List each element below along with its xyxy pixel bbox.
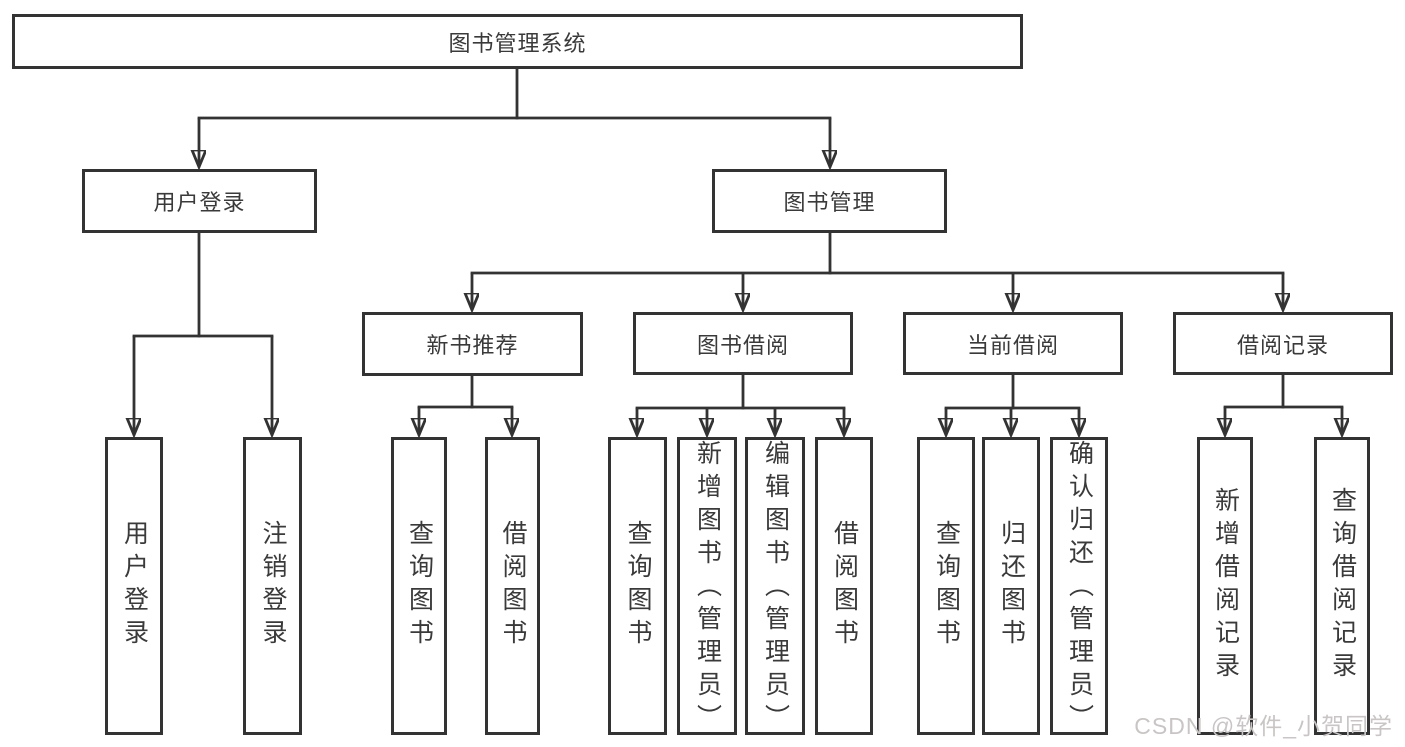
leaf-record-add-label: 新增借阅记录 xyxy=(1211,487,1240,685)
leaf-record-query-label: 查询借阅记录 xyxy=(1328,487,1357,685)
leaf-borrow-query: 查询图书 xyxy=(608,437,667,735)
leaf-current-confirm-admin: 确认归还（管理员） xyxy=(1050,437,1108,737)
new-book-branch xyxy=(419,374,512,434)
root-branch xyxy=(199,67,830,166)
leaf-borrow-borrow-label: 借阅图书 xyxy=(830,520,859,652)
node-book-mgmt: 图书管理 xyxy=(712,169,947,233)
node-borrow-record-label: 借阅记录 xyxy=(1236,332,1329,358)
leaf-current-return-label: 归还图书 xyxy=(997,520,1026,652)
leaf-newbook-query: 查询图书 xyxy=(391,437,447,735)
leaf-current-query-label: 查询图书 xyxy=(932,520,961,652)
leaf-current-return: 归还图书 xyxy=(982,437,1040,735)
leaf-borrow-add-admin-label: 新增图书（管理员） xyxy=(693,440,722,737)
leaf-user-login: 用户登录 xyxy=(105,437,163,735)
leaf-logout-label: 注销登录 xyxy=(259,520,287,652)
node-book-borrow: 图书借阅 xyxy=(633,312,853,375)
leaf-record-add: 新增借阅记录 xyxy=(1197,437,1253,735)
node-user-login: 用户登录 xyxy=(82,169,317,233)
leaf-newbook-query-label: 查询图书 xyxy=(405,520,434,652)
leaf-borrow-query-label: 查询图书 xyxy=(624,520,652,652)
leaf-borrow-edit-admin: 编辑图书（管理员） xyxy=(745,437,805,737)
node-current-borrow: 当前借阅 xyxy=(903,312,1123,375)
node-book-mgmt-label: 图书管理 xyxy=(783,190,876,215)
leaf-current-confirm-admin-label: 确认归还（管理员） xyxy=(1065,440,1094,737)
book-mgmt-branch xyxy=(472,231,1283,309)
leaf-newbook-borrow: 借阅图书 xyxy=(485,437,540,735)
leaf-current-query: 查询图书 xyxy=(917,437,975,735)
node-new-book-label: 新书推荐 xyxy=(426,333,519,358)
node-user-login-label: 用户登录 xyxy=(153,190,246,215)
leaf-borrow-edit-admin-label: 编辑图书（管理员） xyxy=(761,440,790,737)
node-book-borrow-label: 图书借阅 xyxy=(696,332,789,358)
leaf-logout: 注销登录 xyxy=(243,437,302,735)
borrow-record-branch xyxy=(1225,373,1342,434)
node-new-book: 新书推荐 xyxy=(362,312,583,376)
node-root-title: 图书管理系统 xyxy=(12,14,1023,69)
node-current-borrow-label: 当前借阅 xyxy=(966,332,1059,358)
leaf-borrow-add-admin: 新增图书（管理员） xyxy=(677,437,737,737)
leaf-record-query: 查询借阅记录 xyxy=(1314,437,1370,735)
leaf-borrow-borrow: 借阅图书 xyxy=(815,437,873,735)
book-borrow-branch xyxy=(637,373,844,434)
leaf-newbook-borrow-label: 借阅图书 xyxy=(499,520,527,652)
node-borrow-record: 借阅记录 xyxy=(1173,312,1393,375)
user-login-branch xyxy=(134,231,272,434)
csdn-watermark: CSDN @软件_小贺同学 xyxy=(1134,713,1393,739)
current-borrow-branch xyxy=(946,373,1079,434)
leaf-user-login-label: 用户登录 xyxy=(120,520,149,652)
node-root-label: 图书管理系统 xyxy=(448,30,587,56)
